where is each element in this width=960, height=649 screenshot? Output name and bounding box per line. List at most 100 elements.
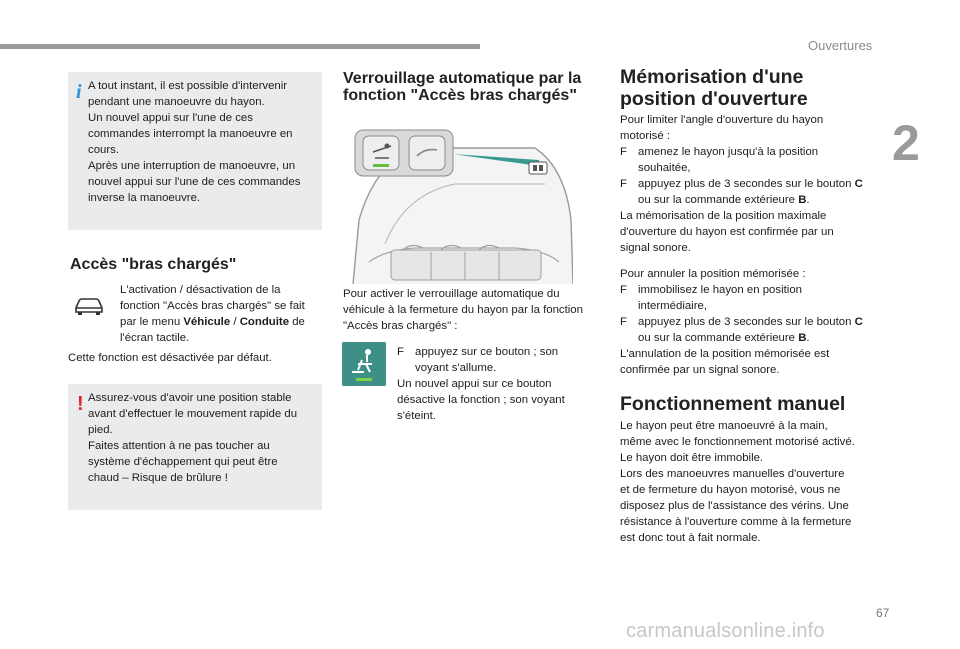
tailgate-illustration (345, 124, 573, 284)
chapter-number: 2 (892, 115, 920, 171)
text-line: désactive la fonction ; son voyant (397, 394, 565, 406)
heading-verrouillage: Verrouillage automatique par la fonction… (343, 70, 603, 104)
text-line: Un nouvel appui sur ce bouton (397, 378, 552, 390)
text-fragment: appuyez sur ce bouton ; son (415, 346, 559, 358)
info-note: i A tout instant, il est possible d'inte… (68, 72, 322, 230)
warning-line: Assurez-vous d'avoir une position stable (88, 392, 292, 404)
text-line: Lors des manoeuvres manuelles d'ouvertur… (620, 468, 845, 480)
button-c-ref: C (854, 316, 863, 328)
text-fragment: ou sur la commande extérieure (638, 194, 799, 206)
text-line: confirmée par un signal sonore. (620, 364, 780, 376)
text-line: véhicule à la fermeture du hayon par la … (343, 304, 583, 316)
text-line: Pour annuler la position mémorisée : (620, 268, 806, 280)
manual-operation-text: Le hayon peut être manoeuvré à la main, … (620, 418, 882, 546)
text-line: voyant s'allume. (415, 362, 497, 374)
text-line: même avec le fonctionnement motorisé act… (620, 436, 855, 448)
menu-conduite: Conduite (239, 316, 290, 328)
warning-line: avant d'effectuer le mouvement rapide du (88, 408, 298, 420)
info-icon: i (76, 81, 82, 103)
text-line: disposez plus de l'assistance des vérins… (620, 500, 849, 512)
text-line: et de fermeture du hayon motorisé, vous … (620, 484, 841, 496)
warning-line: Faites attention à ne pas toucher au (88, 440, 270, 452)
heading-line: fonction "Accès bras chargés" (343, 87, 577, 104)
text-line: Le hayon doit être immobile. (620, 452, 764, 464)
heading-line: Verrouillage automatique par la (343, 70, 582, 87)
lock-button-icon (342, 342, 386, 386)
text-line: ou sur la commande extérieure B. (620, 330, 882, 346)
info-line: nouvel appui sur l'une de ces commandes (88, 176, 301, 188)
warning-note-text: Assurez-vous d'avoir une position stable… (88, 390, 314, 486)
info-line: A tout instant, il est possible d'interv… (88, 80, 288, 92)
warning-line: chaud – Risque de brûlure ! (88, 472, 228, 484)
heading-acces-bras-charges: Accès "bras chargés" (70, 256, 237, 273)
car-icon (75, 298, 103, 315)
text-fragment: . (806, 332, 810, 344)
heading-memorisation: Mémorisation d'une position d'ouverture (620, 66, 880, 110)
activation-intro: Pour activer le verrouillage automatique… (343, 286, 603, 334)
info-note-text: A tout instant, il est possible d'interv… (88, 78, 314, 206)
page-number: 67 (876, 606, 890, 620)
heading-fonctionnement-manuel: Fonctionnement manuel (620, 393, 846, 415)
warning-line: système d'échappement qui peut être (88, 456, 278, 468)
text-line: s'éteint. (397, 410, 436, 422)
text-line: l'écran tactile. (120, 332, 190, 344)
text-line: Pour limiter l'angle d'ouverture du hayo… (620, 114, 824, 126)
memorisation-text: Pour limiter l'angle d'ouverture du hayo… (620, 112, 882, 256)
text-fragment: par le menu (120, 316, 184, 328)
heading-line: position d'ouverture (620, 88, 808, 110)
bullet-marker: F (620, 178, 627, 190)
text-line: Le hayon peut être manoeuvré à la main, (620, 420, 828, 432)
text-line: L'annulation de la position mémorisée es… (620, 348, 830, 360)
warning-icon: ! (77, 393, 84, 415)
text-fragment: appuyez plus de 3 secondes sur le bouton (638, 178, 855, 190)
bullet-marker: F (620, 146, 627, 158)
control-b-ref: B (798, 332, 807, 344)
bullet-marker: F (620, 284, 627, 296)
text-fragment: amenez le hayon jusqu'à la position (638, 146, 819, 158)
bullet-marker: F (397, 346, 404, 358)
text-line: est donc tout à fait normale. (620, 532, 761, 544)
text-fragment: . (806, 194, 810, 206)
text-line: "Accès bras chargés" : (343, 320, 458, 332)
warning-line: pied. (88, 424, 113, 436)
text-fragment: immobilisez le hayon en position (638, 284, 802, 296)
menu-vehicule: Véhicule (183, 316, 231, 328)
text-fragment: appuyez plus de 3 secondes sur le bouton (638, 316, 855, 328)
text-fragment: ou sur la commande extérieure (638, 332, 799, 344)
control-b-ref: B (798, 194, 807, 206)
info-line: Après une interruption de manoeuvre, un (88, 160, 296, 172)
text-line: souhaitée, (638, 162, 691, 174)
text-line: intermédiaire, (638, 300, 708, 312)
text-line: par le menu Véhicule / Conduite de (120, 314, 325, 330)
default-disabled-text: Cette fonction est désactivée par défaut… (68, 352, 272, 364)
text-line: La mémorisation de la position maximale (620, 210, 827, 222)
text-line: fonction "Accès bras chargés" se fait (120, 300, 305, 312)
text-line: Pour activer le verrouillage automatique… (343, 288, 560, 300)
info-line: Un nouvel appui sur l'une de ces (88, 112, 253, 124)
section-title: Ouvertures (808, 38, 873, 53)
header-bar (0, 44, 480, 49)
bullet-marker: F (620, 316, 627, 328)
text-line: d'ouverture du hayon est confirmée par u… (620, 226, 834, 238)
warning-note: ! Assurez-vous d'avoir une position stab… (68, 384, 322, 510)
heading-line: Mémorisation d'une (620, 66, 804, 88)
watermark: carmanualsonline.info (626, 620, 825, 642)
info-line: inverse la manoeuvre. (88, 192, 201, 204)
touchscreen-text: L'activation / désactivation de la fonct… (120, 282, 325, 346)
info-line: commandes interrompt la manoeuvre en (88, 128, 293, 140)
text-line: signal sonore. (620, 242, 691, 254)
text-fragment: de (289, 316, 305, 328)
info-line: pendant une manoeuvre du hayon. (88, 96, 265, 108)
text-line: motorisé : (620, 130, 671, 142)
text-line: résistance à l'ouverture comme à la ferm… (620, 516, 852, 528)
info-line: cours. (88, 144, 120, 156)
text-fragment: / (230, 316, 240, 328)
text-line: L'activation / désactivation de la (120, 284, 281, 296)
